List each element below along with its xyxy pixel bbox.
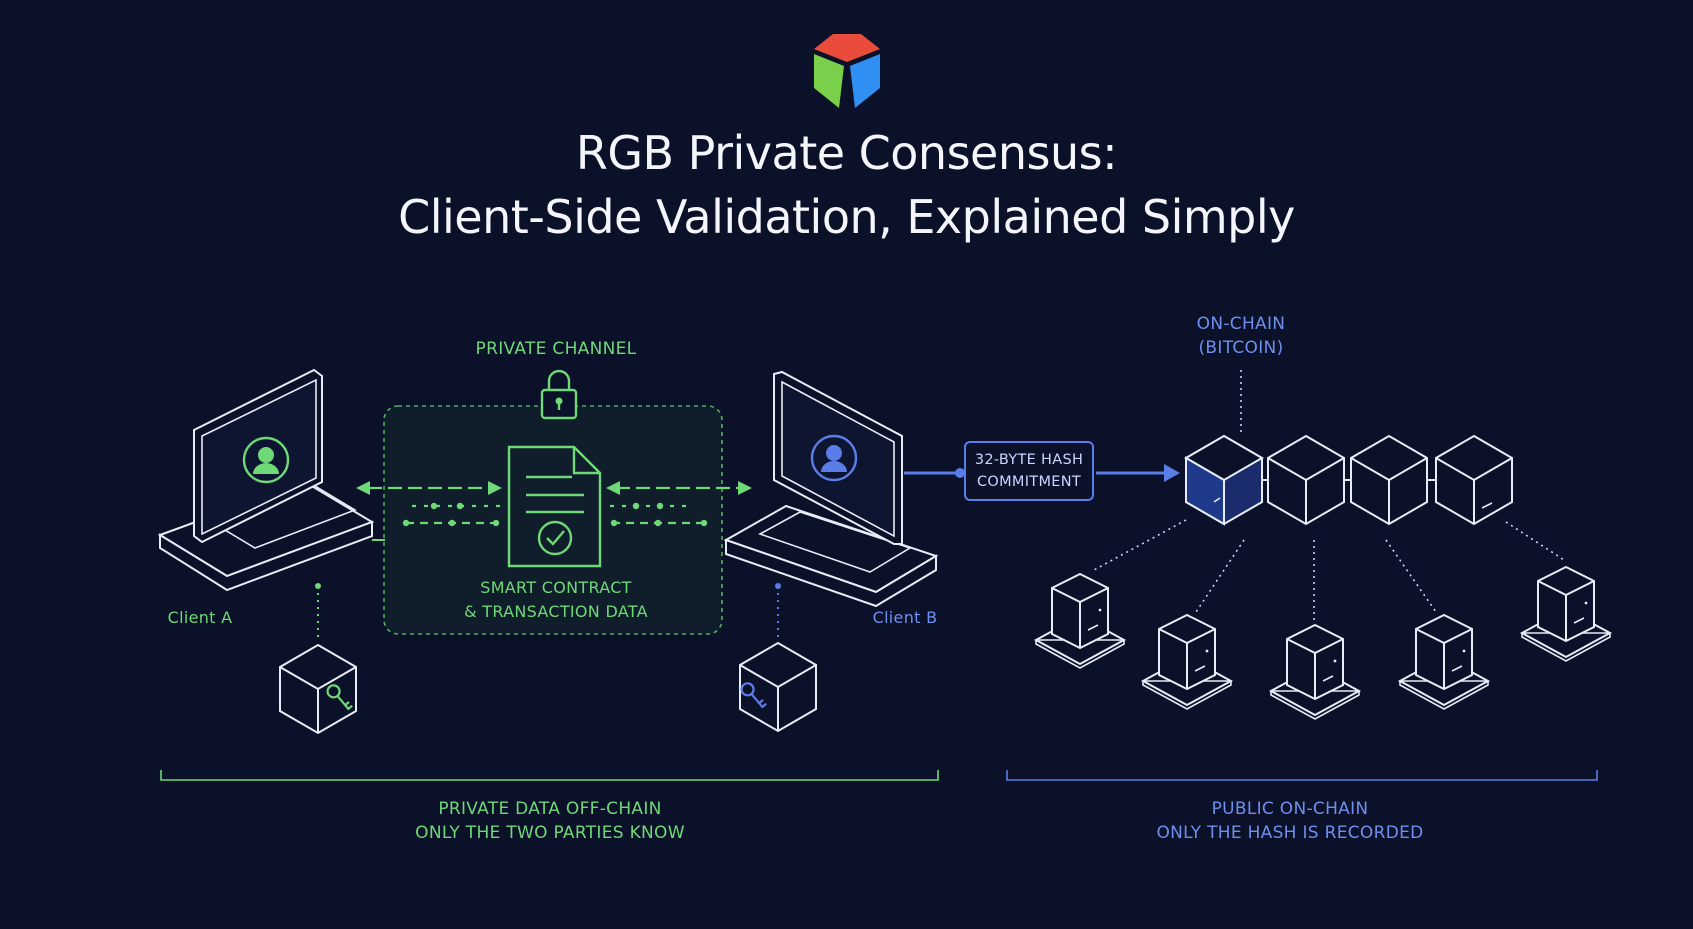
cube-icon: [1350, 435, 1428, 525]
cube-icon: [1267, 435, 1345, 525]
server-node-icon: [1399, 614, 1489, 710]
channel-arrows-right: [606, 481, 752, 527]
page-title-line-1: RGB Private Consensus:: [575, 126, 1118, 180]
client-b-label: Client B: [872, 608, 938, 627]
on-chain-label: ON-CHAIN (BITCOIN): [1141, 312, 1341, 360]
on-chain-caption-line-1: PUBLIC ON-CHAIN: [1211, 799, 1369, 819]
off-chain-caption-line-2: ONLY THE TWO PARTIES KNOW: [415, 823, 685, 843]
off-chain-bracket: [160, 770, 939, 781]
off-chain-caption-line-1: PRIVATE DATA OFF-CHAIN: [438, 799, 662, 819]
document-check-icon: [507, 445, 602, 568]
hash-commitment-line-1: 32-BYTE HASH: [974, 452, 1084, 468]
node-links: [1093, 519, 1565, 620]
contract-label: SMART CONTRACT & TRANSACTION DATA: [436, 576, 676, 624]
on-chain-label-line-2: (BITCOIN): [1198, 338, 1284, 358]
lock-icon: [540, 369, 578, 420]
server-node-icon: [1521, 566, 1611, 662]
key-icon: [326, 684, 353, 711]
on-chain-bracket: [1006, 770, 1598, 781]
on-chain-label-line-1: ON-CHAIN: [1196, 314, 1286, 334]
client-a-label: Client A: [167, 608, 233, 627]
laptop-icon: [723, 370, 939, 608]
key-cube-b: [739, 642, 817, 732]
cube-icon: [1435, 435, 1513, 525]
key-cube-a: [279, 644, 357, 734]
rgb-logo-icon: [814, 34, 880, 108]
page-title-line-2: Client-Side Validation, Explained Simply: [398, 190, 1295, 244]
hash-commitment-line-2: COMMITMENT: [976, 474, 1082, 490]
user-avatar-icon: [242, 436, 290, 484]
hash-commitment-box: 32-BYTE HASH COMMITMENT: [964, 441, 1094, 501]
server-node-icon: [1142, 614, 1232, 710]
off-chain-caption: PRIVATE DATA OFF-CHAIN ONLY THE TWO PART…: [300, 797, 800, 845]
cube-icon: [1184, 434, 1264, 526]
blockchain: [1184, 434, 1513, 526]
server-node-icon: [1035, 573, 1125, 669]
channel-arrows-left: [356, 481, 502, 527]
on-chain-caption: PUBLIC ON-CHAIN ONLY THE HASH IS RECORDE…: [1040, 797, 1540, 845]
user-avatar-icon: [810, 434, 858, 482]
on-chain-caption-line-2: ONLY THE HASH IS RECORDED: [1156, 823, 1424, 843]
server-node-icon: [1270, 624, 1360, 720]
contract-label-line-2: & TRANSACTION DATA: [464, 602, 648, 621]
private-channel-label: PRIVATE CHANNEL: [475, 339, 637, 359]
key-icon: [740, 682, 767, 709]
contract-label-line-1: SMART CONTRACT: [480, 578, 632, 597]
